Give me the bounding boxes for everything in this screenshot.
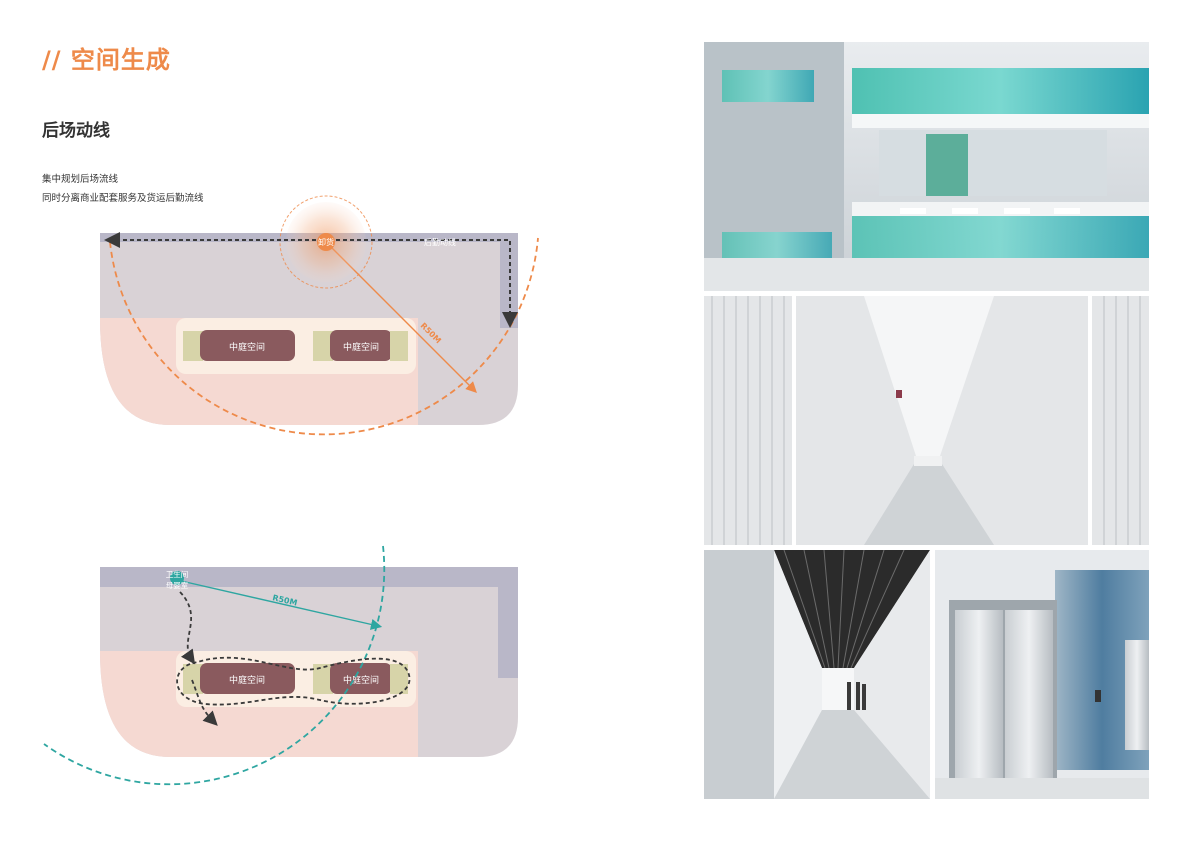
right-bar [498, 587, 518, 678]
node-label: 卫生间 [166, 569, 189, 579]
atrium-room [200, 330, 295, 361]
hallway-photo [704, 550, 930, 799]
restroom-photo [704, 42, 1149, 291]
room-label: 中庭空间 [229, 341, 265, 353]
service-loop [176, 656, 411, 706]
service-path [191, 679, 218, 726]
room-side [183, 664, 203, 694]
section-subtitle: 后场动线 [42, 121, 110, 141]
room-side [390, 331, 408, 361]
room-label: 中庭空间 [343, 341, 379, 353]
node-label: 卸货 [318, 237, 334, 247]
description-line: 同时分离商业配套服务及货运后勤流线 [42, 193, 204, 204]
path-label: 后勤动线 [424, 237, 456, 247]
service-path [336, 239, 518, 328]
atrium-room [330, 663, 392, 694]
elevator-photo [935, 550, 1149, 799]
node-halo [279, 195, 373, 289]
room-side [313, 331, 333, 361]
service-path [179, 591, 196, 665]
bottom-diagram: 中庭空间 中庭空间 R50M 卫生间 母婴室 [43, 545, 518, 786]
room-side [390, 664, 408, 694]
node-label: 母婴室 [166, 580, 189, 590]
room-side [313, 664, 333, 694]
page-title: // 空间生成 [42, 46, 171, 74]
right-bar [500, 233, 518, 328]
atrium-room [200, 663, 295, 694]
description-line: 集中规划后场流线 [42, 174, 119, 185]
room-label: 中庭空间 [229, 674, 265, 686]
node-core [170, 571, 184, 585]
circulation-diagrams: 中庭空间 中庭空间 R50M 卸货 后勤动线 中庭空间 中庭空间 [43, 195, 539, 786]
top-bar [100, 567, 518, 587]
top-diagram: 中庭空间 中庭空间 R50M 卸货 后勤动线 [100, 195, 539, 436]
radius-line [176, 579, 383, 630]
atrium-room [330, 330, 392, 361]
room-label: 中庭空间 [343, 674, 379, 686]
node-core [317, 233, 335, 251]
room-side [183, 331, 203, 361]
corridor-photo [704, 296, 1149, 545]
